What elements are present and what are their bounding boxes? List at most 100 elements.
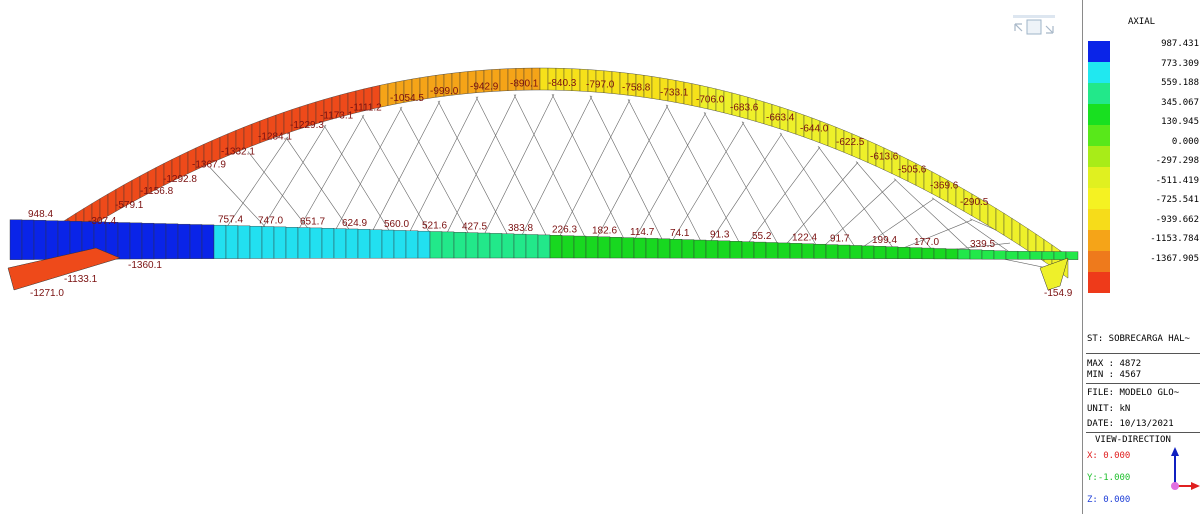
view-z: Z: 0.000: [1087, 495, 1131, 505]
legend-value: -1367.905: [1150, 253, 1199, 264]
deck-segment: [501, 233, 515, 259]
deck-segment: [645, 238, 659, 259]
legend-value: 130.945: [1161, 117, 1199, 127]
deck-force-label: 199.4: [872, 235, 897, 246]
deck-segment: [321, 228, 335, 259]
unit-label: UNIT: kN: [1087, 404, 1131, 414]
deck-segment: [945, 248, 959, 260]
arch-force-label: -1229.3: [290, 120, 324, 131]
deck-segment: [1005, 250, 1019, 260]
deck-segment: [789, 243, 803, 259]
deck-segment: [921, 247, 935, 260]
legend-value: 987.431: [1161, 39, 1199, 49]
arch-force-label: -1173.1: [320, 111, 354, 122]
deck-segment: [261, 226, 275, 259]
model-viewport[interactable]: -307.4-579.1-1156.8-1292.8-1367.9-1332.1…: [0, 0, 1080, 514]
legend-value: -1153.784: [1150, 234, 1199, 244]
legend-value: -725.541: [1155, 195, 1199, 205]
arch-force-label: -1054.5: [390, 93, 424, 104]
deck-segment: [861, 245, 875, 259]
deck-segment: [477, 232, 491, 259]
arch-force-label: -579.1: [115, 200, 144, 211]
arch-segment: [1003, 212, 1013, 241]
deck-segment: [885, 246, 899, 259]
arch-force-label: -1367.9: [192, 160, 226, 171]
deck-segment: [909, 247, 923, 260]
arch-force-label: -307.4: [88, 216, 117, 227]
deck-force-label: 182.6: [592, 226, 617, 237]
legend-value: 559.188: [1161, 78, 1199, 88]
deck-segment: [213, 224, 227, 259]
deck-segment: [453, 232, 467, 259]
end-force-label: -1271.0: [30, 288, 64, 299]
deck-segment: [669, 239, 683, 259]
deck-segment: [537, 234, 551, 259]
arch-force-label: -369.6: [930, 181, 959, 192]
deck-segment: [177, 223, 191, 259]
deck-segment: [129, 222, 143, 260]
load-case-label: ST: SOBRECARGA HAL~: [1087, 334, 1190, 344]
deck-segment: [285, 227, 299, 259]
arch-force-label: -622.5: [836, 137, 865, 148]
arch-force-label: -890.1: [510, 79, 539, 90]
arch-force-label: -999.0: [430, 86, 459, 97]
arch-segment: [1019, 223, 1029, 252]
arch-segment: [651, 76, 661, 100]
deck-force-label: 177.0: [914, 237, 939, 248]
deck-segment: [513, 233, 527, 259]
arch-end-segment: [7, 247, 121, 291]
deck-force-label: 747.0: [258, 215, 283, 226]
legend-value: -297.298: [1155, 156, 1199, 166]
deck-force-label: 521.6: [422, 220, 447, 231]
deck-segment: [1029, 251, 1043, 260]
hanger-cables: [209, 93, 1049, 269]
deck-segment: [825, 244, 839, 259]
deck-segment: [585, 236, 599, 259]
deck-segment: [333, 228, 347, 259]
deck-force-label: 114.7: [630, 227, 655, 238]
deck-segment: [597, 236, 611, 259]
deck-force-label: 55.2: [752, 231, 772, 242]
deck-segment: [657, 238, 671, 259]
legend-value: -511.419: [1155, 175, 1199, 186]
deck-force-label: 427.5: [462, 222, 487, 233]
deck-segment: [141, 222, 155, 260]
deck-segment: [225, 225, 239, 259]
deck-force-label: 122.4: [792, 232, 817, 243]
legend-swatch: [1088, 230, 1110, 251]
deck-segment: [1041, 251, 1055, 260]
deck-segment: [1053, 251, 1067, 260]
arch-force-label: -505.6: [898, 164, 927, 175]
deck-segment: [837, 244, 851, 259]
arch-segment: [995, 207, 1005, 236]
bridge-model: -307.4-579.1-1156.8-1292.8-1367.9-1332.1…: [7, 67, 1079, 299]
view-fit-icon[interactable]: [1012, 14, 1056, 36]
axis-triad-icon: [1171, 447, 1200, 490]
divider-line: [1086, 383, 1200, 384]
deck-force-label: 651.7: [300, 217, 325, 228]
deck-segment: [693, 239, 707, 259]
arch-segment: [243, 123, 253, 150]
legend-swatch: [1088, 251, 1110, 272]
arch-segment: [1011, 217, 1021, 246]
arch-force-label: -1292.8: [163, 174, 197, 185]
divider-line: [1086, 353, 1200, 354]
arch-force-label: -663.4: [766, 112, 795, 123]
deck-segment: [993, 250, 1007, 260]
deck-segment: [1065, 251, 1079, 260]
deck-force-label: 226.3: [552, 224, 577, 235]
deck-segment: [441, 231, 455, 259]
deck-segment: [57, 220, 71, 260]
end-force-label: -1360.1: [128, 260, 162, 271]
arch-segment: [459, 71, 469, 95]
arch-force-label: -706.0: [696, 94, 725, 105]
deck-segment: [969, 249, 983, 260]
legend-swatch: [1088, 209, 1110, 230]
view-direction-title: VIEW-DIRECTION: [1095, 435, 1171, 445]
arch-segment: [499, 68, 509, 92]
legend-swatch: [1088, 41, 1110, 62]
arch-segment: [987, 203, 997, 231]
deck-force-label: 339.5: [970, 239, 995, 250]
legend-swatch: [1088, 104, 1110, 125]
